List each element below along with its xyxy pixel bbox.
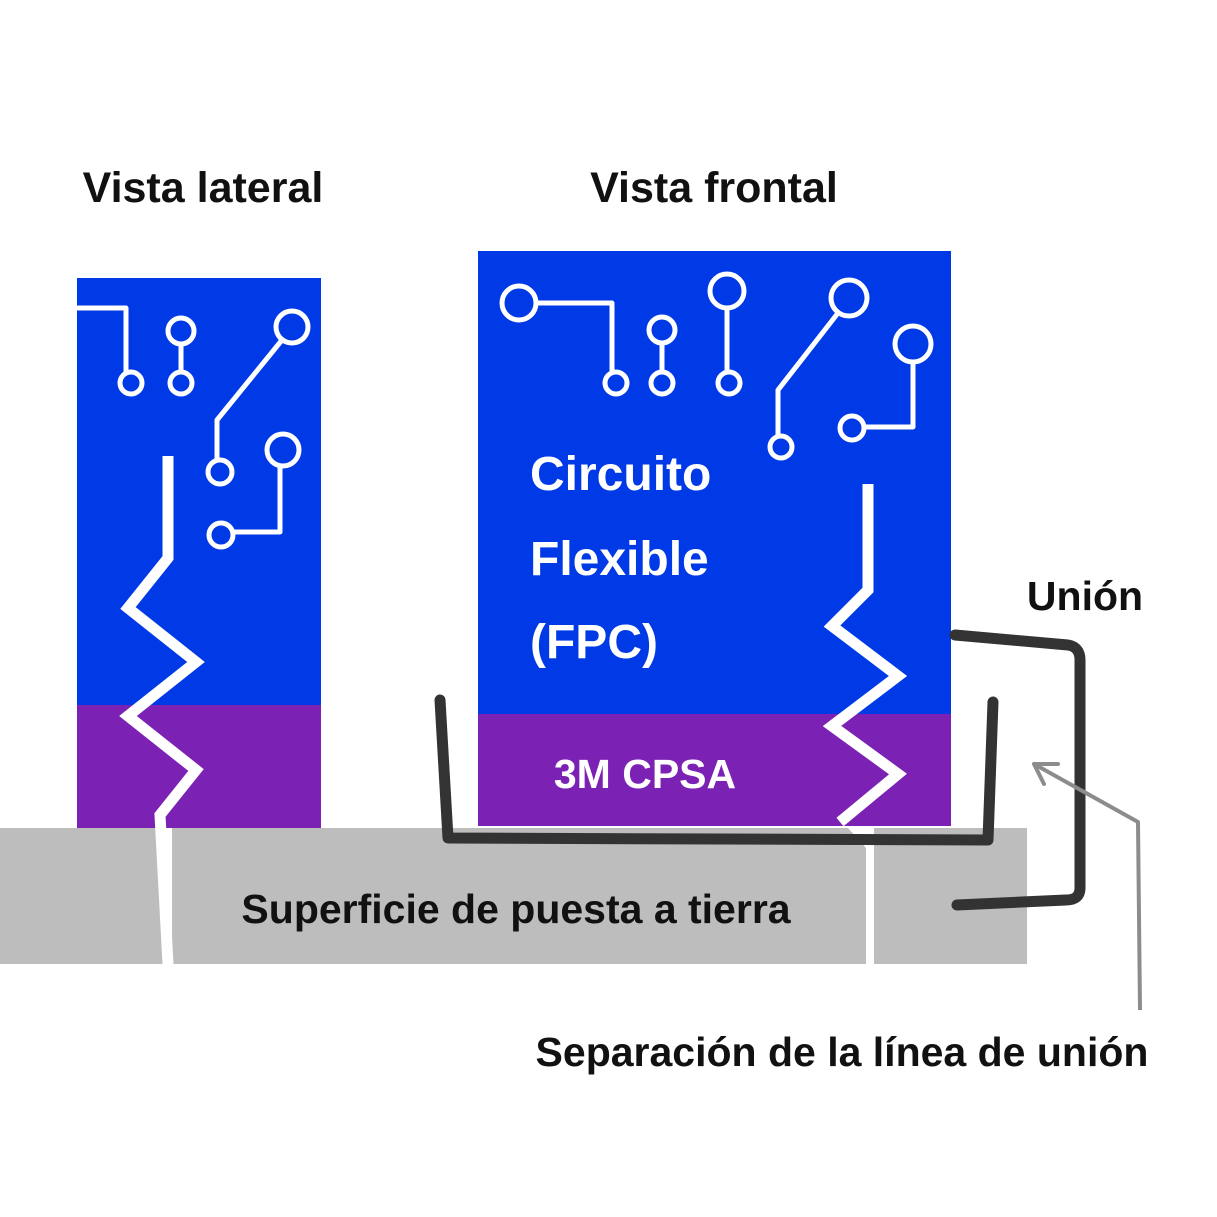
bond-label: Unión <box>1027 573 1143 619</box>
side-view <box>75 278 321 965</box>
side-view-title: Vista lateral <box>83 164 324 212</box>
fpc-label-line1: Circuito <box>530 448 711 501</box>
bond-bracket <box>949 629 1086 911</box>
bondline-gap-label: Separación de la línea de unión <box>536 1029 1149 1075</box>
adhesive-label: 3M CPSA <box>554 751 736 797</box>
side-circuit-traces <box>75 305 311 550</box>
ground-surface <box>0 828 1027 964</box>
front-view-title: Vista frontal <box>590 164 838 212</box>
front-adhesive-layer <box>478 714 951 826</box>
front-conductive-spring <box>822 484 908 827</box>
front-fpc-layer <box>478 251 951 714</box>
ground-segment-middle <box>172 828 866 964</box>
ground-segment-left <box>0 828 164 964</box>
side-conductive-spring <box>119 456 205 965</box>
callout-arrow <box>1032 762 1142 1011</box>
ground-segment-right <box>874 828 1027 964</box>
bondline-bracket <box>434 694 999 846</box>
fpc-label-line3: (FPC) <box>530 616 658 669</box>
front-circuit-traces <box>499 271 934 461</box>
fpc-label-line2: Flexible <box>530 533 709 586</box>
front-view <box>478 251 951 827</box>
ground-label: Superficie de puesta a tierra <box>241 886 791 932</box>
